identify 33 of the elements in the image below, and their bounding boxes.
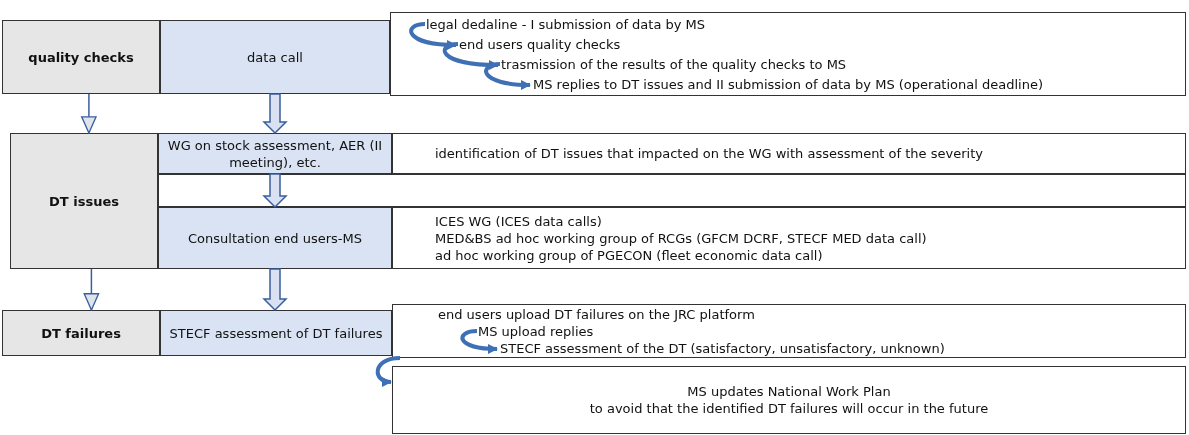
description-line: ad hoc working group of PGECON (fleet economic data call): [435, 246, 824, 264]
step-text: MS upload replies: [478, 322, 594, 339]
curved-arrow: [442, 42, 499, 70]
step-text: trasmission of the results of the quality checks to MS: [501, 55, 847, 75]
step-text: MS replies to DT issues and II submission of data by MS (operational deadline): [533, 75, 1043, 95]
description-panel: [390, 12, 1186, 96]
description-panel: [392, 207, 1186, 269]
stage-cell: data call: [160, 20, 390, 94]
description-line: MS updates National Work Plan: [686, 383, 892, 400]
stage-cell: Consultation end users-MS: [158, 207, 392, 269]
step-text: STECF assessment of the DT (satisfactory, unsatisfactory, unknown): [500, 339, 945, 356]
block-arrow: [262, 93, 288, 135]
stage-cell: STECF assessment of DT failures: [160, 310, 392, 356]
empty-row-box: [158, 174, 1186, 207]
block-arrow: [262, 173, 288, 209]
stage-cell: WG on stock assessment, AER (II meeting), etc.: [158, 133, 392, 174]
description-line: ICES WG (ICES data calls): [435, 212, 603, 230]
description-cell: identification of DT issues that impacted on the WG with assessment of the severity: [392, 133, 1186, 174]
step-text: legal dedaline - I submission of data by MS: [426, 15, 706, 35]
step-text: end users upload DT failures on the JRC platform: [438, 305, 755, 322]
description-line: to avoid that the identified DT failures will occur in the future: [588, 400, 990, 417]
description-panel: [392, 304, 1186, 358]
arrow: [81, 93, 97, 134]
curved-arrow: [484, 62, 531, 90]
curved-arrow: [375, 356, 401, 386]
description-line: MED&BS ad hoc working group of RCGs (GFCM DCRF, STECF MED data call): [435, 229, 928, 247]
block-arrow: [262, 268, 288, 312]
description-panel: [392, 366, 1186, 434]
category-cell: DT failures: [2, 310, 160, 356]
step-text: end users quality checks: [459, 35, 621, 55]
category-cell: quality checks: [2, 20, 160, 94]
arrow: [83, 268, 100, 311]
category-cell: DT issues: [10, 133, 158, 269]
